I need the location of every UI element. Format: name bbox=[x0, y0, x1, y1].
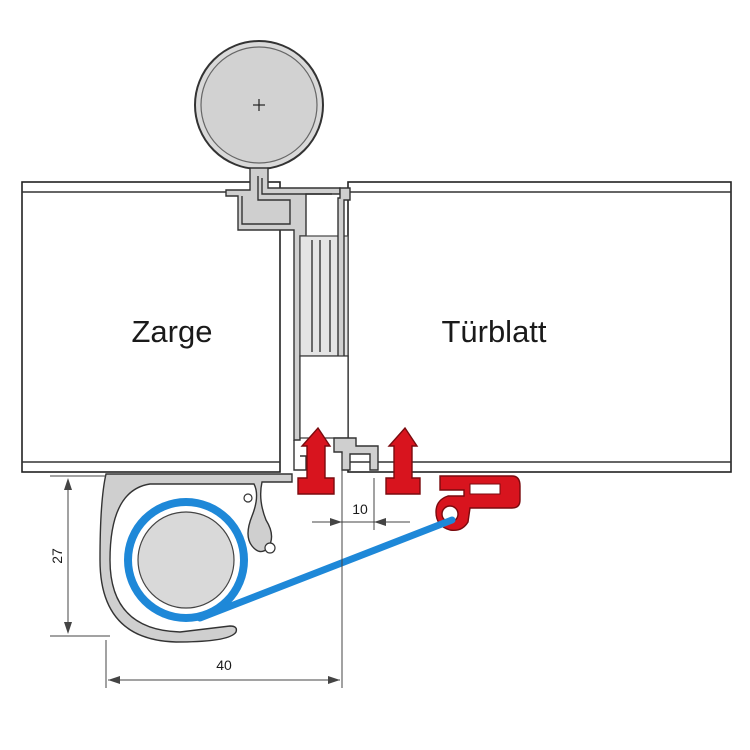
cable-drum bbox=[124, 498, 248, 622]
cable-roll-housing bbox=[99, 473, 293, 643]
label-tuerblatt: Türblatt bbox=[441, 314, 546, 349]
dimension-gap bbox=[312, 478, 410, 530]
dimension-width bbox=[105, 454, 343, 688]
cable bbox=[196, 516, 456, 622]
dimension-height bbox=[50, 475, 110, 637]
seal-plug-right bbox=[385, 426, 421, 495]
dimension-gap-value: 10 bbox=[352, 501, 368, 517]
seal-plug-left bbox=[297, 426, 335, 495]
dimension-width-value: 40 bbox=[216, 657, 232, 673]
hinge-roller bbox=[194, 40, 324, 170]
frame-panel bbox=[21, 181, 281, 473]
dimension-height-value: 27 bbox=[49, 548, 65, 564]
label-zarge: Zarge bbox=[132, 314, 213, 349]
